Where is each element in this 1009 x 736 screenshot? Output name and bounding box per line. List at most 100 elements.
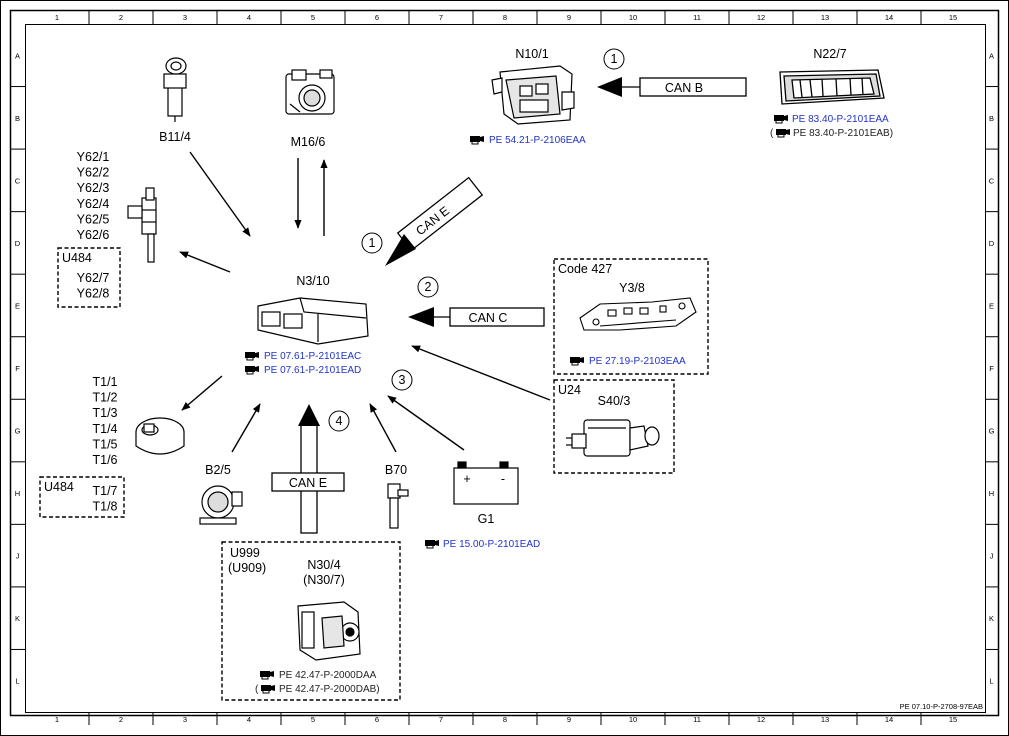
b2-5-label: B2/5 bbox=[205, 463, 231, 477]
hot-film-mass-air-flow-sensor-icon bbox=[199, 485, 243, 525]
marker-2: 2 bbox=[425, 280, 432, 294]
component-n30-4: U999 (U909) N30/4 (N30/7) PE 42.47-P-200… bbox=[221, 541, 401, 701]
arrow-n3-10-to-y62 bbox=[179, 251, 231, 273]
can-c-link: CAN C 2 bbox=[408, 276, 545, 327]
component-label: Y62/6 bbox=[77, 228, 110, 242]
grid-column-label: 13 bbox=[821, 13, 829, 22]
n30-ref-b[interactable]: PE 42.47-P-2000DAB) bbox=[279, 684, 380, 695]
can-e-vert-label: CAN E bbox=[289, 476, 327, 490]
u999-box bbox=[221, 541, 401, 701]
grid-column-label: 4 bbox=[247, 13, 251, 22]
y3-8-label: Y3/8 bbox=[619, 281, 645, 295]
crankshaft-sensor-icon bbox=[387, 483, 409, 529]
battery-icon bbox=[453, 461, 519, 505]
grid-column-label: 9 bbox=[567, 13, 571, 22]
grid-column-label: 12 bbox=[757, 715, 765, 724]
grid-row-label: F bbox=[989, 364, 994, 373]
n30-4-label: N30/4 bbox=[307, 558, 340, 572]
transmission-control-module-icon bbox=[579, 297, 697, 331]
g1-ref[interactable]: PE 15.00-P-2101EAD bbox=[443, 539, 540, 550]
grid-column-label: 3 bbox=[183, 13, 187, 22]
component-label: Y62/5 bbox=[77, 212, 110, 226]
n22-7-ref-paren: ( bbox=[770, 128, 774, 139]
grid-row-label: L bbox=[989, 677, 993, 686]
b70-label: B70 bbox=[385, 463, 407, 477]
component-b2-5: B2/5 bbox=[199, 403, 261, 525]
fuel-injector-icon bbox=[127, 187, 157, 263]
grid-row-label: K bbox=[15, 614, 20, 623]
grid-row-label: H bbox=[989, 489, 994, 498]
grid-row-label: F bbox=[15, 364, 20, 373]
component-label: Y62/2 bbox=[77, 166, 110, 180]
engine-control-unit-icon bbox=[257, 297, 369, 345]
n30-ref-a[interactable]: PE 42.47-P-2000DAA bbox=[279, 670, 377, 681]
marker-4: 4 bbox=[336, 414, 343, 428]
component-label: Y62/3 bbox=[77, 181, 110, 195]
n22-7-ref-a[interactable]: PE 83.40-P-2101EAA bbox=[792, 114, 889, 125]
n3-10-ref-b[interactable]: PE 07.61-P-2101EAD bbox=[264, 365, 361, 376]
code-427-label: Code 427 bbox=[558, 262, 612, 276]
n3-10-ref-a[interactable]: PE 07.61-P-2101EAC bbox=[264, 351, 361, 362]
grid-column-label: 12 bbox=[757, 13, 765, 22]
reference-book-icon bbox=[775, 128, 791, 138]
esp-control-unit-icon bbox=[297, 601, 361, 661]
component-label: T1/4 bbox=[92, 422, 117, 436]
component-label: T1/7 bbox=[92, 484, 117, 498]
m16-6-label: M16/6 bbox=[291, 135, 326, 149]
grid-column-label: 14 bbox=[885, 715, 893, 724]
grid-column-label: 8 bbox=[503, 13, 507, 22]
component-label: Y62/1 bbox=[77, 150, 110, 164]
grid-column-label: 2 bbox=[119, 13, 123, 22]
grid-column-label: 4 bbox=[247, 715, 251, 724]
component-label: T1/2 bbox=[92, 391, 117, 405]
reference-book-icon bbox=[773, 114, 789, 124]
grid-row-label: B bbox=[15, 114, 20, 123]
u484-label-t1: U484 bbox=[44, 480, 74, 494]
grid-row-label: E bbox=[989, 301, 994, 310]
grid-column-label: 5 bbox=[311, 715, 315, 724]
n10-1-label: N10/1 bbox=[515, 47, 548, 61]
reference-book-icon bbox=[469, 135, 485, 145]
grid-row-label: H bbox=[15, 489, 20, 498]
grid-column-label: 15 bbox=[949, 715, 957, 724]
component-n22-7: N22/7 PE 83.40-P-2101EAA ( PE 83.40-P-21… bbox=[770, 47, 893, 139]
component-label: Y62/4 bbox=[77, 197, 110, 211]
component-label: Y62/8 bbox=[77, 287, 110, 301]
u484-box-y62 bbox=[57, 247, 121, 308]
grid-column-label: 8 bbox=[503, 715, 507, 724]
n3-10-label: N3/10 bbox=[296, 274, 329, 288]
component-label: Y62/7 bbox=[77, 271, 110, 285]
grid-row-label: J bbox=[990, 552, 994, 561]
n22-7-ref-b[interactable]: PE 83.40-P-2101EAB) bbox=[793, 128, 893, 139]
battery-plus: + bbox=[463, 472, 470, 486]
b11-4-label: B11/4 bbox=[159, 130, 191, 144]
reference-book-icon bbox=[244, 365, 260, 375]
arrow-b11-4-to-n3-10 bbox=[189, 151, 251, 237]
y3-8-ref[interactable]: PE 27.19-P-2103EAA bbox=[589, 356, 686, 367]
can-e-diagonal-link: CAN E 1 bbox=[361, 176, 484, 266]
component-label: T1/1 bbox=[92, 375, 117, 389]
u24-label: U24 bbox=[558, 383, 581, 397]
grid-row-label: G bbox=[15, 427, 21, 436]
footer-code: PE 07.10-P-2708-97EAB bbox=[900, 702, 983, 711]
grid-column-label: 7 bbox=[439, 13, 443, 22]
throttle-body-icon bbox=[285, 69, 335, 115]
n10-1-ref[interactable]: PE 54.21-P-2106EAA bbox=[489, 135, 586, 146]
grid-row-label: C bbox=[989, 176, 995, 185]
marker-1-mid: 1 bbox=[369, 236, 376, 250]
component-m16-6: M16/6 bbox=[285, 69, 335, 236]
marker-1-top: 1 bbox=[611, 52, 618, 66]
grid-row-label: A bbox=[15, 51, 20, 60]
grid-column-label: 10 bbox=[629, 715, 637, 724]
grid-row-label: A bbox=[989, 51, 994, 60]
reference-book-icon bbox=[424, 539, 440, 549]
arrow-s40-3-to-n3-10 bbox=[411, 345, 551, 401]
grid-column-label: 11 bbox=[693, 715, 701, 724]
n30-ref-paren: ( bbox=[255, 684, 259, 695]
grid-row-label: B bbox=[989, 114, 994, 123]
can-e-vertical-link: CAN E 4 bbox=[271, 404, 350, 534]
